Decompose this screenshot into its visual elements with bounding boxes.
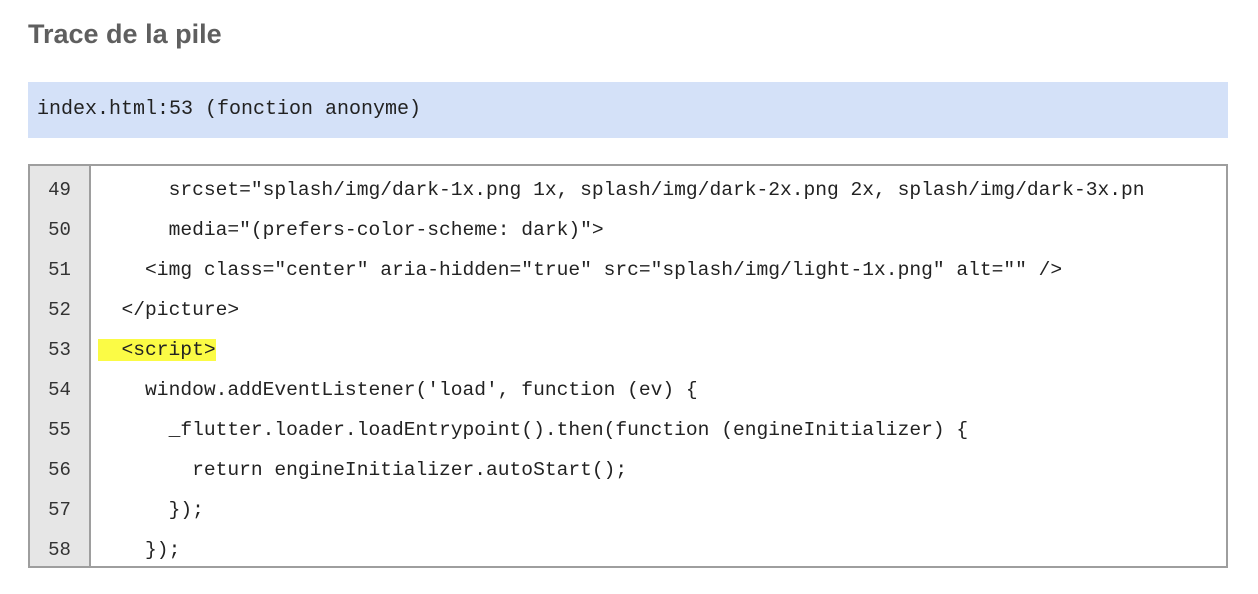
code-line: 54 window.addEventListener('load', funct… xyxy=(30,370,1226,410)
stack-frame-label: index.html:53 (fonction anonyme) xyxy=(37,98,422,121)
code-line: 57 }); xyxy=(30,490,1226,530)
code-text: </picture> xyxy=(121,299,240,321)
code-text: <script> xyxy=(98,337,216,363)
code-line: 49 srcset="splash/img/dark-1x.png 1x, sp… xyxy=(30,170,1226,210)
line-number: 49 xyxy=(48,179,71,201)
code-line: 56 return engineInitializer.autoStart(); xyxy=(30,450,1226,490)
code-text: <img class="center" aria-hidden="true" s… xyxy=(145,259,1063,281)
code-text: window.addEventListener('load', function… xyxy=(145,379,698,401)
code-text: }); xyxy=(145,539,181,561)
code-line: 50 media="(prefers-color-scheme: dark)"> xyxy=(30,210,1226,250)
line-number: 55 xyxy=(48,419,71,441)
line-number: 56 xyxy=(48,459,71,481)
code-text: media="(prefers-color-scheme: dark)"> xyxy=(168,219,604,241)
source-code-viewer[interactable]: 49 srcset="splash/img/dark-1x.png 1x, sp… xyxy=(28,164,1228,568)
code-line: 55 _flutter.loader.loadEntrypoint().then… xyxy=(30,410,1226,450)
stack-frame-item[interactable]: index.html:53 (fonction anonyme) xyxy=(28,82,1228,138)
code-line-highlighted: 53 <script> xyxy=(30,330,1226,370)
line-number: 51 xyxy=(48,259,71,281)
code-text: _flutter.loader.loadEntrypoint().then(fu… xyxy=(168,419,969,441)
error-highlight: <script> xyxy=(98,339,216,361)
code-line: 58 }); xyxy=(30,530,1226,566)
line-number: 58 xyxy=(48,539,71,561)
line-number-gutter xyxy=(30,166,91,566)
page-title: Trace de la pile xyxy=(28,19,222,49)
code-text: }); xyxy=(168,499,204,521)
code-text: return engineInitializer.autoStart(); xyxy=(192,459,628,481)
code-lines: 49 srcset="splash/img/dark-1x.png 1x, sp… xyxy=(30,170,1226,566)
code-text: srcset="splash/img/dark-1x.png 1x, splas… xyxy=(168,179,1145,201)
line-number: 54 xyxy=(48,379,71,401)
line-number: 50 xyxy=(48,219,71,241)
code-line: 51 <img class="center" aria-hidden="true… xyxy=(30,250,1226,290)
code-line: 52 </picture> xyxy=(30,290,1226,330)
line-number: 53 xyxy=(48,339,71,361)
line-number: 57 xyxy=(48,499,71,521)
line-number: 52 xyxy=(48,299,71,321)
